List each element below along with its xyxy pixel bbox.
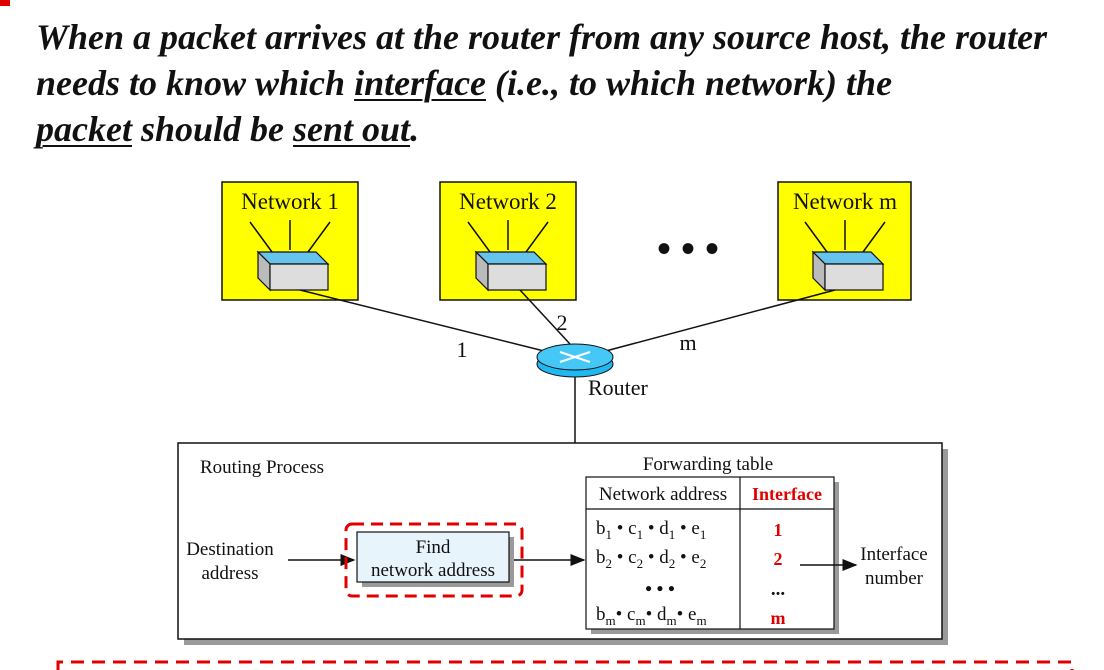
network-1-label: Network 1 [241, 189, 339, 214]
find-label-line2: network address [371, 560, 495, 581]
rows-ellipsis: • • • [645, 579, 674, 600]
interface-ellipsis: ... [771, 579, 785, 600]
link-2-label: 2 [557, 310, 568, 335]
link-m-label: m [679, 330, 696, 355]
interface-number-line2: number [865, 568, 924, 589]
destination-label-line1: Destination [186, 539, 274, 560]
interface-number-line1: Interface [860, 544, 928, 565]
network-2: Network 2 [439, 181, 577, 301]
interface-value: m [771, 608, 786, 628]
network-m-label: Network m [793, 189, 897, 214]
link-1-label: 1 [457, 337, 468, 362]
svg-text:b2 • c2 • d2 • e2: b2 • c2 • d2 • e2 [596, 547, 706, 571]
red-corner-mark [0, 0, 10, 6]
heading-text: When a packet arrives at the router from… [36, 17, 1048, 149]
svg-text:b1 • c1 • d1 • e1: b1 • c1 • d1 • e1 [596, 518, 706, 542]
interface-value: 1 [774, 520, 783, 540]
find-label-line1: Find [416, 537, 451, 558]
table-row: b1 • c1 • d1 • e1 1 [596, 518, 783, 542]
table-row: • • • ... [645, 579, 785, 600]
network-2-label: Network 2 [459, 189, 557, 214]
table-row: b2 • c2 • d2 • e2 2 [596, 547, 783, 571]
hub-icon [804, 220, 886, 292]
find-network-address-box [356, 531, 510, 583]
forwarding-table [585, 476, 835, 630]
highlight-dashed-box [344, 522, 524, 598]
routing-process-title: Routing Process [200, 457, 324, 478]
underline-packet: packet [36, 109, 132, 149]
column-network-address: Network address [599, 484, 727, 505]
router-label: Router [588, 375, 649, 400]
underline-interface: interface [354, 63, 487, 103]
column-interface: Interface [752, 484, 822, 504]
table-row: bm• cm• dm• em m [596, 604, 786, 628]
router-icon [536, 343, 614, 378]
network-1: Network 1 [221, 181, 359, 301]
interface-value: 2 [774, 549, 783, 569]
hub-icon [249, 220, 331, 292]
underline-sent-out: sent out [293, 109, 411, 149]
svg-text:bm• cm• dm• em: bm• cm• dm• em [596, 604, 707, 628]
network-m: Network m [777, 181, 912, 301]
forwarding-table-title: Forwarding table [643, 454, 773, 475]
bottom-dashed-frame [56, 660, 1074, 670]
link-m [601, 289, 836, 353]
link-1 [299, 289, 549, 353]
hub-icon [467, 220, 549, 292]
destination-label-line2: address [202, 563, 259, 584]
networks-ellipsis: • • • [657, 226, 719, 271]
link-2 [519, 289, 571, 345]
